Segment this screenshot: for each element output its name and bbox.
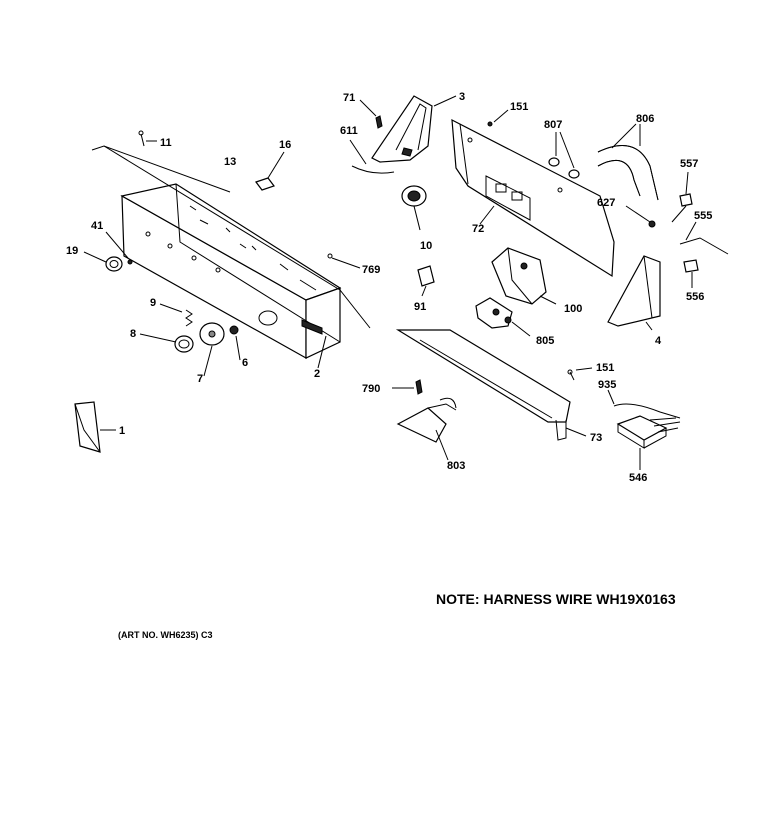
part-151-screw-lower	[567, 367, 593, 381]
label-part-769: 769	[362, 264, 380, 276]
label-part-627: 627	[597, 197, 615, 209]
label-part-151-lower: 151	[596, 362, 614, 374]
part-556-connector	[683, 259, 699, 288]
part-100-timer	[491, 247, 557, 305]
part-555-wire	[679, 221, 729, 255]
part-807-washers	[548, 131, 580, 179]
part-7-dial	[199, 322, 225, 377]
label-part-557: 557	[680, 158, 698, 170]
label-part-9: 9	[150, 297, 156, 309]
label-part-805: 805	[536, 335, 554, 347]
part-13-control-panel	[91, 145, 371, 360]
label-part-6: 6	[242, 357, 248, 369]
part-4-bracket	[607, 255, 661, 331]
part-6-ring	[229, 325, 241, 361]
label-part-1: 1	[119, 425, 125, 437]
part-769-screw	[327, 253, 361, 269]
part-1-manual	[74, 401, 116, 453]
label-part-3: 3	[459, 91, 465, 103]
label-part-556: 556	[686, 291, 704, 303]
part-71-screw	[359, 99, 383, 129]
label-part-555: 555	[694, 210, 712, 222]
label-part-8: 8	[130, 328, 136, 340]
part-16-clip	[255, 151, 285, 191]
art-number: (ART NO. WH6235) C3	[118, 630, 213, 640]
label-part-72: 72	[472, 223, 484, 235]
part-557-cord	[671, 171, 693, 223]
part-803-dispenser	[396, 397, 457, 461]
label-part-91: 91	[414, 301, 426, 313]
label-part-935: 935	[598, 379, 616, 391]
label-part-16: 16	[279, 139, 291, 151]
label-part-806: 806	[636, 113, 654, 125]
label-part-19: 19	[66, 245, 78, 257]
part-546-connector-block	[616, 415, 681, 470]
part-73-top-plate	[395, 329, 587, 441]
label-part-2: 2	[314, 368, 320, 380]
label-part-41: 41	[91, 220, 103, 232]
part-627-screw	[625, 205, 656, 228]
label-part-73: 73	[590, 432, 602, 444]
part-19-knob	[83, 251, 123, 272]
part-9-spring	[159, 303, 193, 327]
label-part-13: 13	[224, 156, 236, 168]
part-805-valve	[475, 297, 531, 337]
label-part-790: 790	[362, 383, 380, 395]
part-91-switch	[417, 265, 435, 297]
label-part-803: 803	[447, 460, 465, 472]
part-3-bracket	[371, 95, 457, 163]
label-part-11: 11	[160, 137, 172, 149]
part-2-bracket	[317, 335, 327, 369]
part-41-clip	[105, 231, 133, 265]
part-611-hose	[349, 139, 395, 174]
part-8-knob	[139, 333, 194, 353]
part-72-backsplash	[451, 118, 615, 278]
part-10-pressure-switch	[401, 185, 427, 231]
label-part-807: 807	[544, 119, 562, 131]
part-806-hoses	[597, 123, 659, 201]
label-part-4: 4	[655, 335, 662, 347]
label-part-151-top: 151	[510, 101, 528, 113]
label-part-100: 100	[564, 303, 582, 315]
harness-note: NOTE: HARNESS WIRE WH19X0163	[436, 591, 676, 607]
label-part-546: 546	[629, 472, 647, 484]
part-935-harness	[607, 389, 681, 419]
part-11-screw	[138, 130, 157, 147]
label-part-611: 611	[340, 125, 358, 137]
label-part-7: 7	[197, 373, 203, 385]
label-part-71: 71	[343, 92, 355, 104]
label-part-10: 10	[420, 240, 432, 252]
part-151-screw-top	[487, 109, 509, 127]
part-790-screw	[392, 379, 423, 395]
